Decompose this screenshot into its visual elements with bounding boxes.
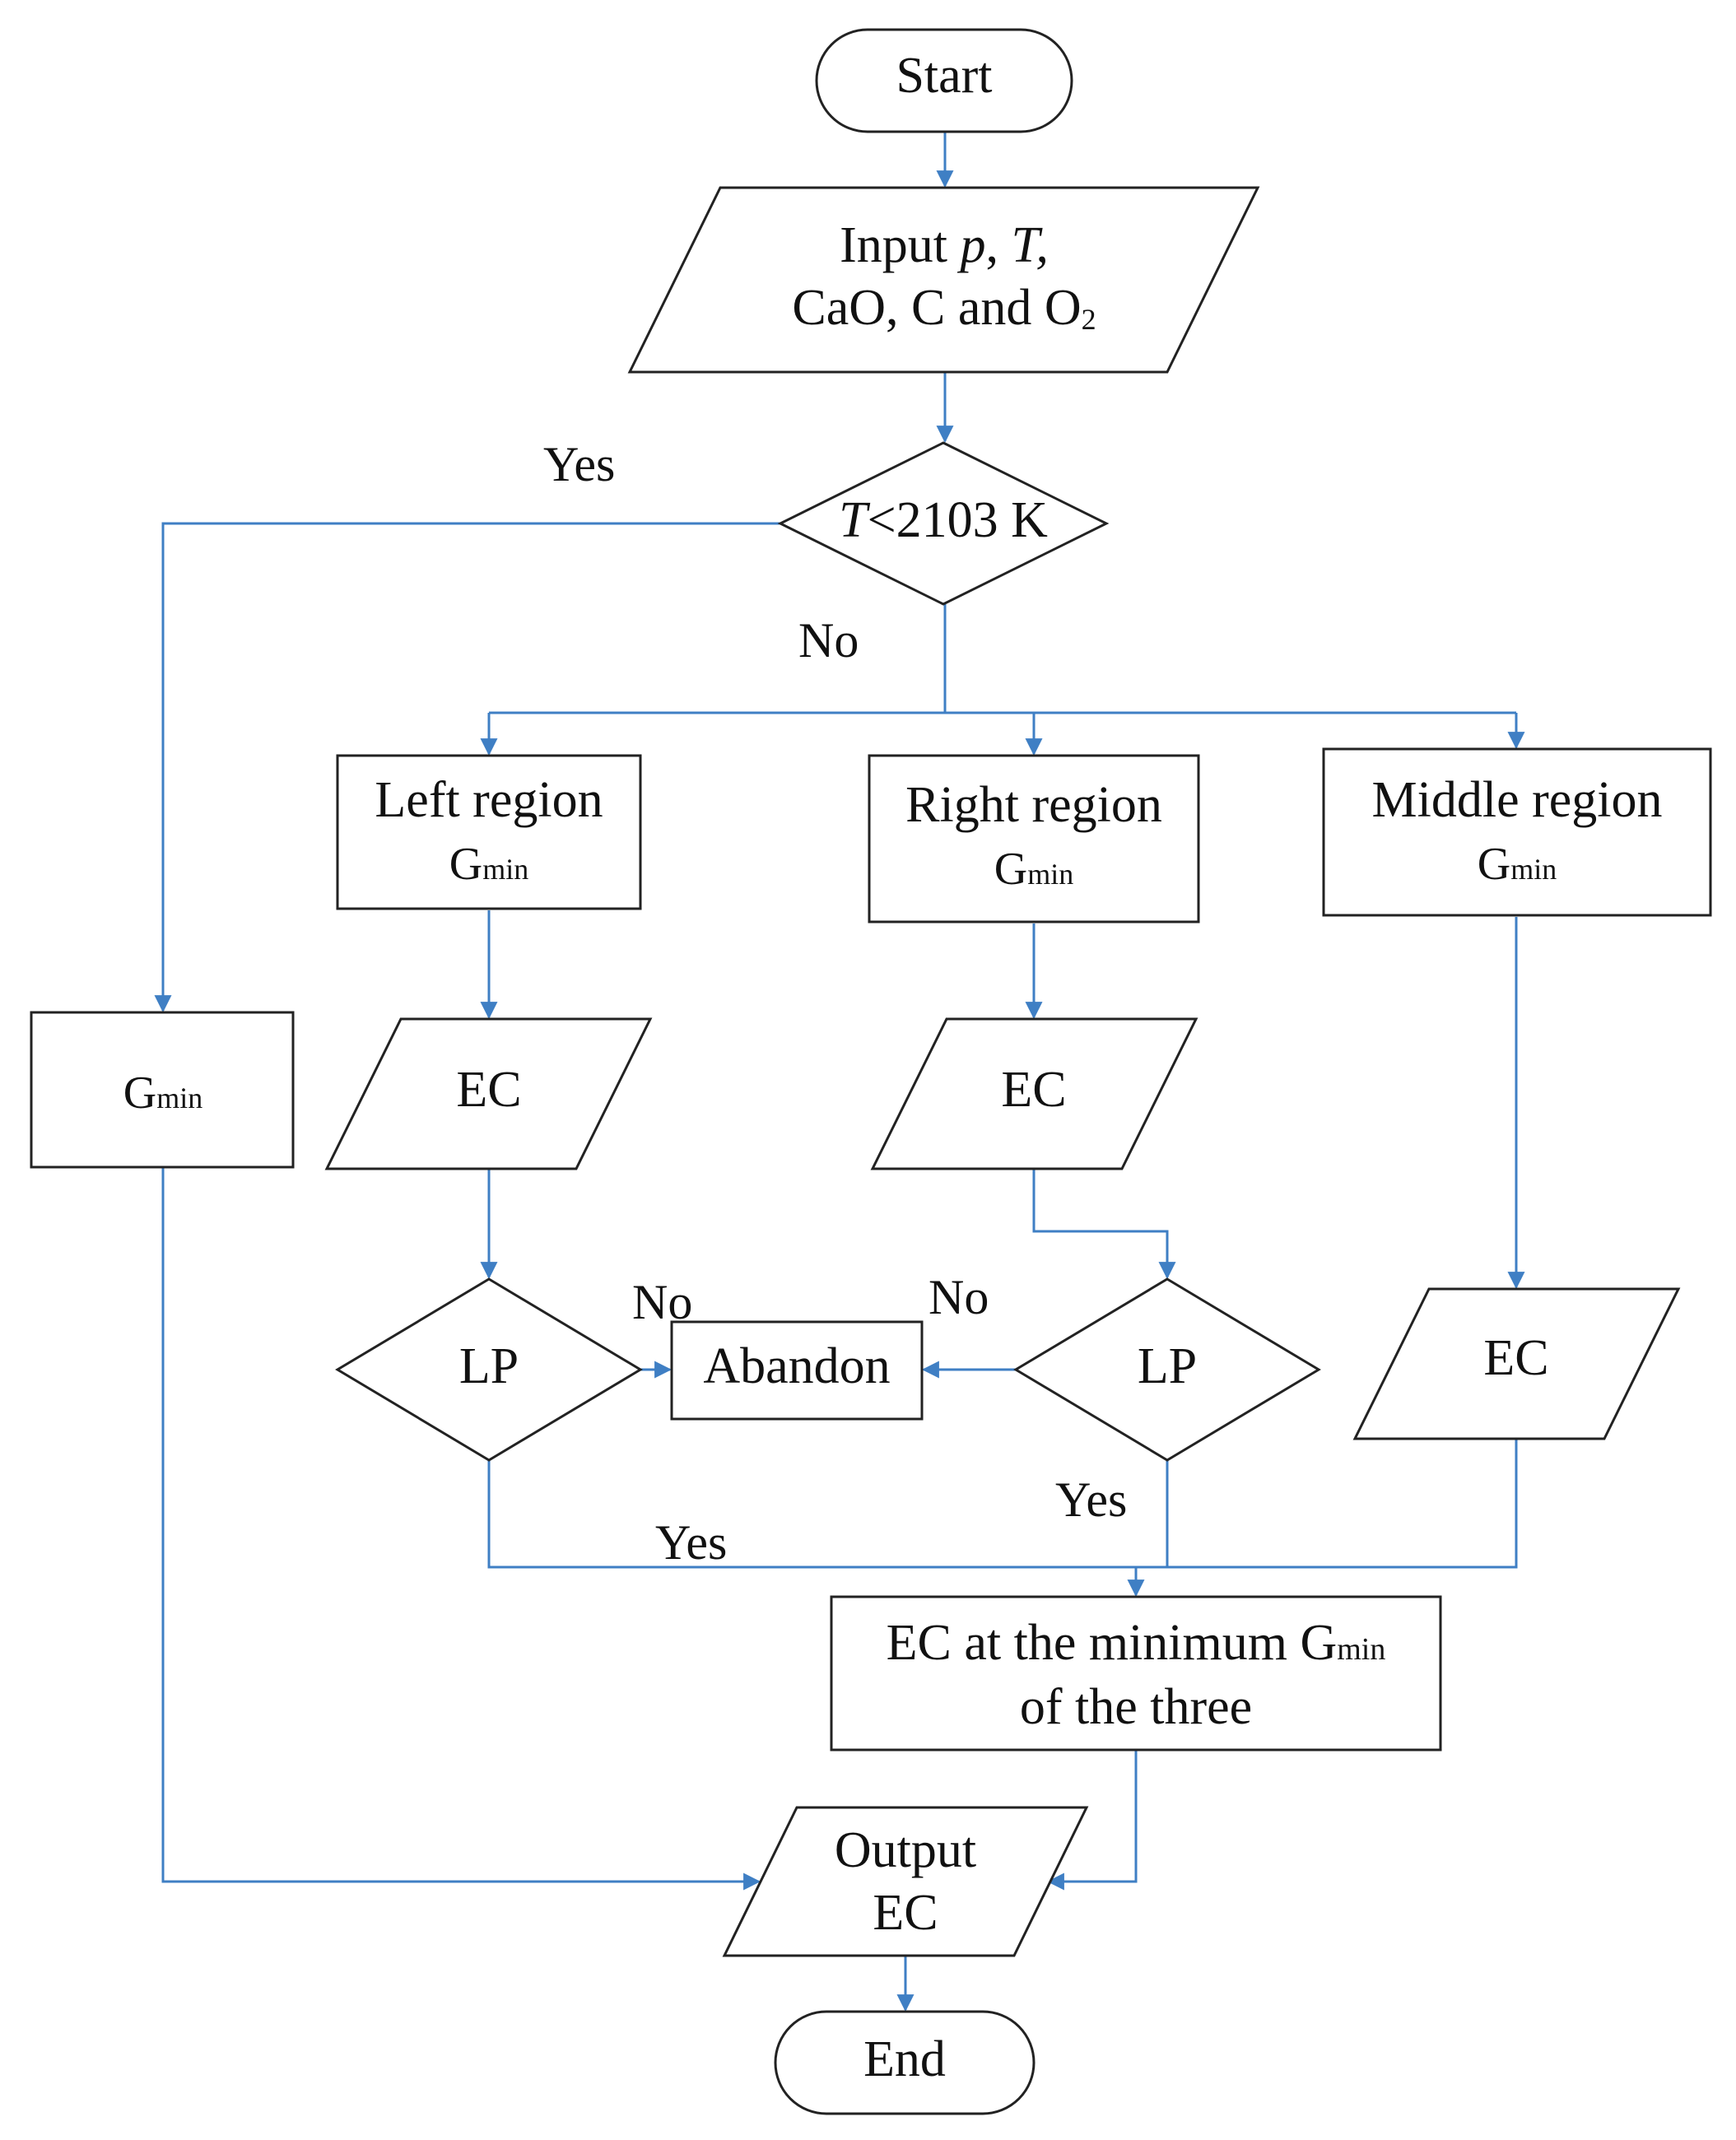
left-region-gmin: Gmin [449,839,528,890]
end-terminal: End [774,2010,1036,2115]
middle-region-gmin: Gmin [1478,839,1557,890]
output-parallelogram: Output EC [722,1806,1089,1957]
gmin-box: Gmin [30,1011,295,1169]
left-lp-label: LP [459,1338,519,1394]
abandon-box: Abandon [670,1320,924,1421]
left-ec-label: EC [456,1062,521,1118]
abandon-label: Abandon [703,1338,890,1394]
right-ec-parallelogram: EC [870,1017,1198,1170]
left-region-title: Left region [375,772,603,828]
minimum-selection-line-2: of the three [1020,1679,1252,1735]
input-parallelogram: Input p, T, CaO, C and O2 [627,186,1260,374]
temperature-condition: T<2103 K [839,492,1048,548]
edge-right-ec-lp [1032,1169,1176,1280]
edge-minbox-output [1046,1750,1138,1891]
minimum-selection-box: EC at the minimum Gmin of the three [830,1595,1442,1752]
input-line-1: Input p, T, [840,217,1049,273]
right-region-box: Right region Gmin [868,754,1200,923]
label-yes-left-lp: Yes [655,1515,727,1570]
label-yes-top: Yes [543,437,615,491]
label-no-top: No [798,613,859,668]
right-region-gmin: Gmin [994,844,1073,895]
edge-merge-bar [487,1439,1518,1569]
left-region-box: Left region Gmin [336,754,642,910]
start-terminal: Start [815,28,1073,133]
start-label: Start [896,48,992,104]
end-label: End [863,2031,946,2087]
input-line-2: CaO, C and O2 [792,280,1096,336]
left-ec-parallelogram: EC [324,1017,653,1170]
edge-decision-yes-gmin [154,522,780,1013]
edge-labels: Yes No No No Yes Yes [543,437,1127,1570]
gmin-box-label: Gmin [123,1068,202,1119]
output-line-2: EC [873,1885,938,1941]
output-line-1: Output [835,1822,976,1878]
middle-region-box: Middle region Gmin [1322,747,1712,917]
right-region-title: Right region [905,777,1162,833]
label-no-left-lp: No [632,1275,692,1329]
right-lp-label: LP [1138,1338,1197,1394]
middle-ec-parallelogram: EC [1352,1287,1681,1440]
temperature-decision: T<2103 K [777,441,1110,606]
connectors [154,132,1525,2012]
middle-region-title: Middle region [1372,772,1663,828]
minimum-selection-line-1: EC at the minimum Gmin [887,1615,1386,1671]
label-yes-right-lp: Yes [1055,1472,1127,1527]
right-lp-decision: LP [1013,1277,1321,1462]
right-ec-label: EC [1001,1062,1066,1118]
label-no-right-lp: No [929,1270,989,1324]
middle-ec-label: EC [1483,1330,1548,1386]
left-lp-decision: LP [335,1277,643,1462]
edge-gmin-output [161,1167,761,1891]
